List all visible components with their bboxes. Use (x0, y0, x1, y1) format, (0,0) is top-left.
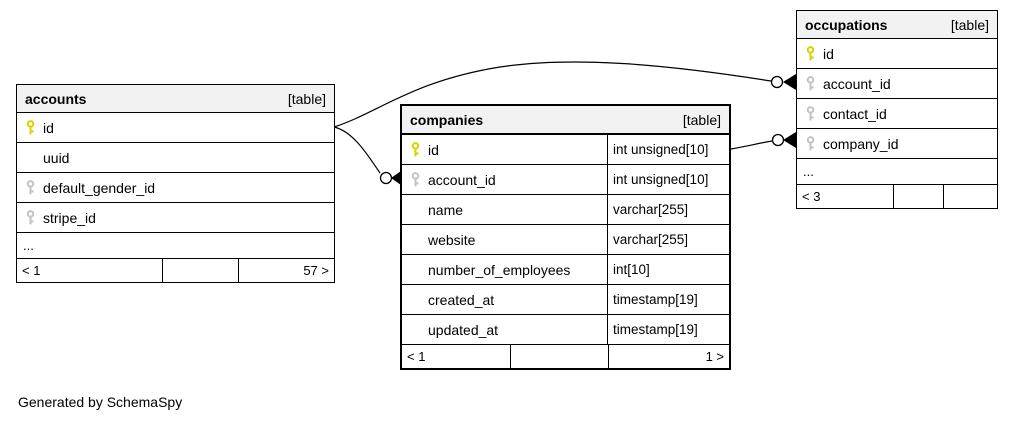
column-row-company-id: company_id (797, 129, 997, 159)
foreign-key-icon (411, 171, 419, 186)
relationship-line (333, 126, 381, 174)
zero-cardinality-circle-icon (379, 171, 393, 185)
column-name: uuid (43, 149, 70, 166)
foreign-key-icon (806, 75, 814, 90)
column-type: timestamp[19] (607, 285, 729, 314)
zero-cardinality-circle-icon (771, 133, 785, 147)
table-node-companies[interactable]: companies [table] id int unsigned[10] ac… (400, 104, 731, 370)
column-name: stripe_id (43, 209, 96, 226)
zero-cardinality-circle-icon (770, 75, 784, 89)
column-row-default-gender-id: default_gender_id (17, 173, 334, 203)
foreign-key-icon (26, 179, 34, 194)
crow-foot-many-icon (783, 74, 796, 90)
column-name: number_of_employees (428, 261, 571, 278)
footer-spacer (163, 259, 239, 282)
table-footer: < 1 1 > (402, 345, 729, 368)
table-node-occupations[interactable]: occupations [table] id account_id contac… (796, 10, 998, 209)
column-row-stripe-id: stripe_id (17, 203, 334, 233)
primary-key-icon (806, 45, 814, 60)
column-row-number-of-employees: number_of_employees int[10] (402, 255, 729, 285)
table-footer: < 3 (797, 185, 997, 208)
foreign-key-icon (806, 135, 814, 150)
crow-foot-many-icon (783, 132, 796, 148)
table-header-accounts[interactable]: accounts [table] (17, 85, 334, 113)
table-header-companies[interactable]: companies [table] (402, 106, 729, 135)
column-name: id (43, 119, 54, 136)
primary-key-icon (26, 119, 34, 134)
column-row-id: id (797, 39, 997, 69)
column-type: int unsigned[10] (607, 165, 729, 194)
table-name: companies (410, 111, 484, 128)
footer-spacer (511, 345, 609, 368)
column-name: account_id (823, 75, 891, 92)
edge-companies-occupations (730, 132, 796, 150)
related-out-count: 1 > (705, 349, 724, 364)
column-name: id (823, 45, 834, 62)
column-name: created_at (428, 291, 495, 308)
table-name: accounts (25, 90, 87, 107)
hidden-columns-ellipsis: ... (797, 159, 997, 185)
footer-spacer (894, 185, 944, 208)
hidden-columns-ellipsis: ... (17, 233, 334, 259)
column-row-id: id (17, 113, 334, 143)
table-badge: [table] (682, 111, 721, 128)
table-footer: < 1 57 > (17, 259, 334, 282)
column-name: contact_id (823, 105, 887, 122)
related-out-count (944, 185, 997, 208)
column-name: default_gender_id (43, 179, 156, 196)
column-name: id (428, 141, 439, 158)
column-name: account_id (428, 171, 496, 188)
column-row-updated-at: updated_at timestamp[19] (402, 315, 729, 345)
column-type: varchar[255] (607, 225, 729, 254)
column-name: company_id (823, 135, 899, 152)
table-name: occupations (805, 16, 888, 33)
table-node-accounts[interactable]: accounts [table] id uuid default_gender_… (16, 84, 335, 283)
column-row-account-id: account_id int unsigned[10] (402, 165, 729, 195)
edge-accounts-companies (333, 126, 401, 185)
related-in-count: < 1 (402, 345, 511, 368)
primary-key-icon (411, 141, 419, 156)
table-header-occupations[interactable]: occupations [table] (797, 11, 997, 39)
column-row-account-id: account_id (797, 69, 997, 99)
column-type: varchar[255] (607, 195, 729, 224)
column-type: int unsigned[10] (607, 135, 729, 164)
generated-by-credit: Generated by SchemaSpy (18, 394, 183, 410)
column-name: website (428, 231, 476, 248)
column-name: name (428, 201, 464, 218)
column-row-website: website varchar[255] (402, 225, 729, 255)
column-type: int[10] (607, 255, 729, 284)
column-row-contact-id: contact_id (797, 99, 997, 129)
column-row-created-at: created_at timestamp[19] (402, 285, 729, 315)
foreign-key-icon (806, 105, 814, 120)
related-in-count: < 3 (797, 185, 894, 208)
related-out-count: 57 > (303, 263, 329, 278)
foreign-key-icon (26, 209, 34, 224)
related-in-count: < 1 (17, 259, 163, 282)
column-name: updated_at (428, 321, 499, 338)
table-badge: [table] (287, 90, 326, 107)
column-row-id: id int unsigned[10] (402, 135, 729, 165)
column-row-name: name varchar[255] (402, 195, 729, 225)
column-row-uuid: uuid (17, 143, 334, 173)
column-type: timestamp[19] (607, 315, 729, 344)
relationship-line (730, 140, 773, 150)
table-badge: [table] (950, 16, 989, 33)
